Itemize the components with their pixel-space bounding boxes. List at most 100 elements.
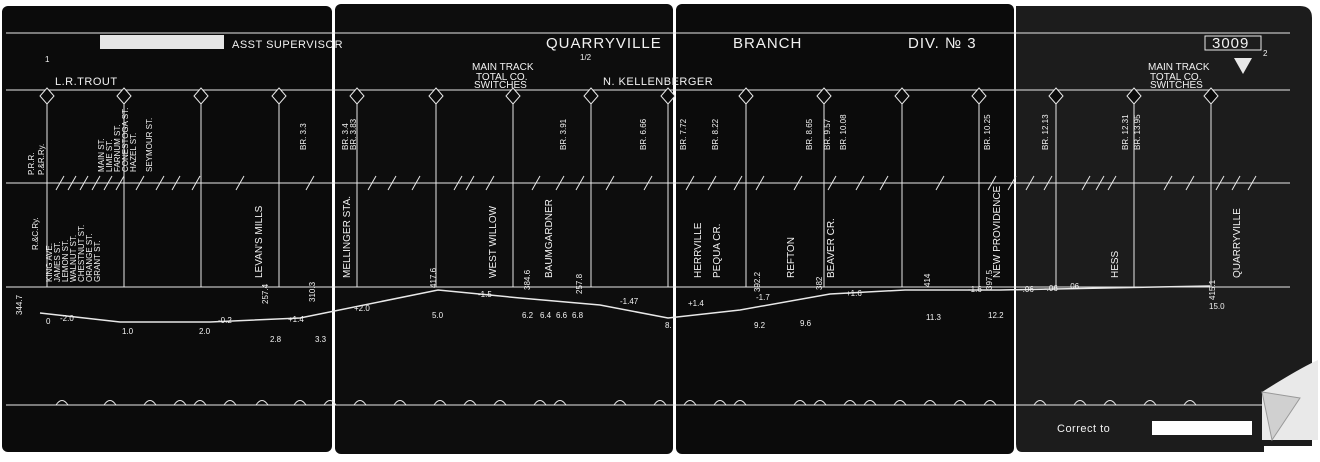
street-label: LIME ST.	[105, 140, 114, 172]
switch-tick	[827, 175, 837, 191]
bridge-label: BR. 7.72	[679, 118, 688, 150]
switch-tick	[235, 175, 245, 191]
milepost-diamond	[116, 87, 132, 105]
street-label: LEMON ST.	[61, 240, 70, 282]
legend-total-co-right: TOTAL CO.	[1150, 72, 1202, 83]
switch-tick	[1231, 175, 1241, 191]
milepost-diamond	[1048, 87, 1064, 105]
legend-switches: SWITCHES	[474, 80, 527, 91]
legend-main-track-right: MAIN TRACK	[1148, 62, 1210, 73]
keystone-logo	[1234, 58, 1252, 74]
grade-label: -1.5	[478, 290, 492, 299]
grade-label: +1.4	[688, 299, 704, 308]
switch-tick	[755, 175, 765, 191]
grade-label: +1.6	[846, 289, 862, 298]
bridge-label: BR. 12.31	[1121, 114, 1130, 150]
switch-tick	[555, 175, 565, 191]
street-label: JAMES ST.	[53, 242, 62, 282]
railroad-label: R.&C.Ry.	[31, 217, 40, 250]
bridge-label: BR. 3.3	[299, 123, 308, 150]
grade-label: -1.47	[620, 297, 639, 306]
switch-tick	[1043, 175, 1053, 191]
milepost-label: 2.0	[199, 327, 211, 336]
railroad-label: P.&R.Ry.	[37, 144, 46, 175]
elevation-label: 414	[923, 273, 932, 287]
station-label: REFTON	[786, 237, 797, 278]
elevation-label: 310.3	[308, 281, 317, 302]
switch-tick	[1007, 175, 1017, 191]
milepost-diamond	[583, 87, 599, 105]
switch-tick	[465, 175, 475, 191]
station-label: BAUMGARDNER	[544, 199, 555, 278]
station-label: HERRVILLE	[693, 222, 704, 278]
switch-tick	[733, 175, 743, 191]
bridge-label: BR. 3.4	[341, 123, 350, 150]
switch-tick	[575, 175, 585, 191]
switch-tick	[103, 175, 113, 191]
railroad-labels: P.R.R.P.&R.Ry.R.&C.Ry.	[27, 144, 46, 250]
switch-tick	[685, 175, 695, 191]
street-label: HAZEL ST.	[129, 133, 138, 172]
bridge-label: BR. 8.65	[805, 118, 814, 150]
legend-main-track: MAIN TRACK	[472, 62, 534, 73]
switch-tick	[1095, 175, 1105, 191]
switch-ticks	[55, 175, 1257, 191]
bridge-label: BR. 6.66	[639, 118, 648, 150]
street-label: WALNUT ST.	[69, 235, 78, 282]
bridge-label: BR. 10.08	[839, 114, 848, 150]
grade-label: -0.2	[218, 316, 232, 325]
asst-supervisor-label: ASST SUPERVISOR	[232, 39, 343, 51]
elevation-label: 397.5	[985, 269, 994, 290]
bridge-label: BR. 10.25	[983, 114, 992, 150]
street-label: KING AVE.	[45, 243, 54, 282]
page-mark: 1/2	[580, 53, 592, 62]
milepost-diamond	[271, 87, 287, 105]
milepost-markers	[39, 87, 1219, 287]
switch-tick	[367, 175, 377, 191]
chart-title-branch: BRANCH	[733, 35, 802, 52]
street-label: CHESTNUT ST.	[77, 225, 86, 282]
milepost-label: 5.0	[432, 311, 444, 320]
switch-tick	[387, 175, 397, 191]
switch-tick	[305, 175, 315, 191]
bridge-label: BR. 3.91	[559, 118, 568, 150]
elevation-label: 392.2	[753, 271, 762, 292]
supervisor-middle: N. KELLENBERGER	[603, 76, 713, 88]
street-label: FARNUM ST.	[113, 124, 122, 172]
switch-tick	[91, 175, 101, 191]
milepost-label: 11.3	[926, 313, 942, 322]
supervisor-name-blank	[100, 35, 224, 49]
grade-profile-line	[39, 285, 1211, 323]
street-labels: KING AVE.JAMES ST.LEMON ST.WALNUT ST.CHE…	[45, 108, 154, 282]
switch-tick	[1163, 175, 1173, 191]
station-label: NEW PROVIDENCE	[992, 185, 1003, 278]
milepost-diamond	[39, 87, 55, 105]
street-label: SEYMOUR ST.	[145, 118, 154, 172]
elevation-label: 417.6	[429, 267, 438, 288]
switch-tick	[171, 175, 181, 191]
division-label: DIV. № 3	[908, 35, 977, 52]
station-label: MELLINGER STA.	[342, 196, 353, 278]
switch-tick	[1185, 175, 1195, 191]
switch-tick	[135, 175, 145, 191]
curl-fold	[1261, 391, 1301, 442]
panel-3	[676, 4, 1014, 454]
grade-label: -.06	[1020, 285, 1034, 294]
bridge-label: BR. 9.57	[823, 118, 832, 150]
sheet-number-box	[1204, 35, 1262, 51]
milepost-label: 9.6	[800, 319, 812, 328]
switch-tick	[643, 175, 653, 191]
switch-tick	[1215, 175, 1225, 191]
switch-tick	[531, 175, 541, 191]
curvature-line	[34, 400, 1260, 406]
milepost-label: 12.2	[988, 311, 1004, 320]
street-label: CONESTOGA ST.	[121, 108, 130, 172]
switch-tick	[707, 175, 717, 191]
panel-1	[2, 6, 332, 452]
street-label: MAIN ST.	[97, 138, 106, 172]
correct-to-field[interactable]	[1152, 421, 1252, 435]
switch-tick	[793, 175, 803, 191]
